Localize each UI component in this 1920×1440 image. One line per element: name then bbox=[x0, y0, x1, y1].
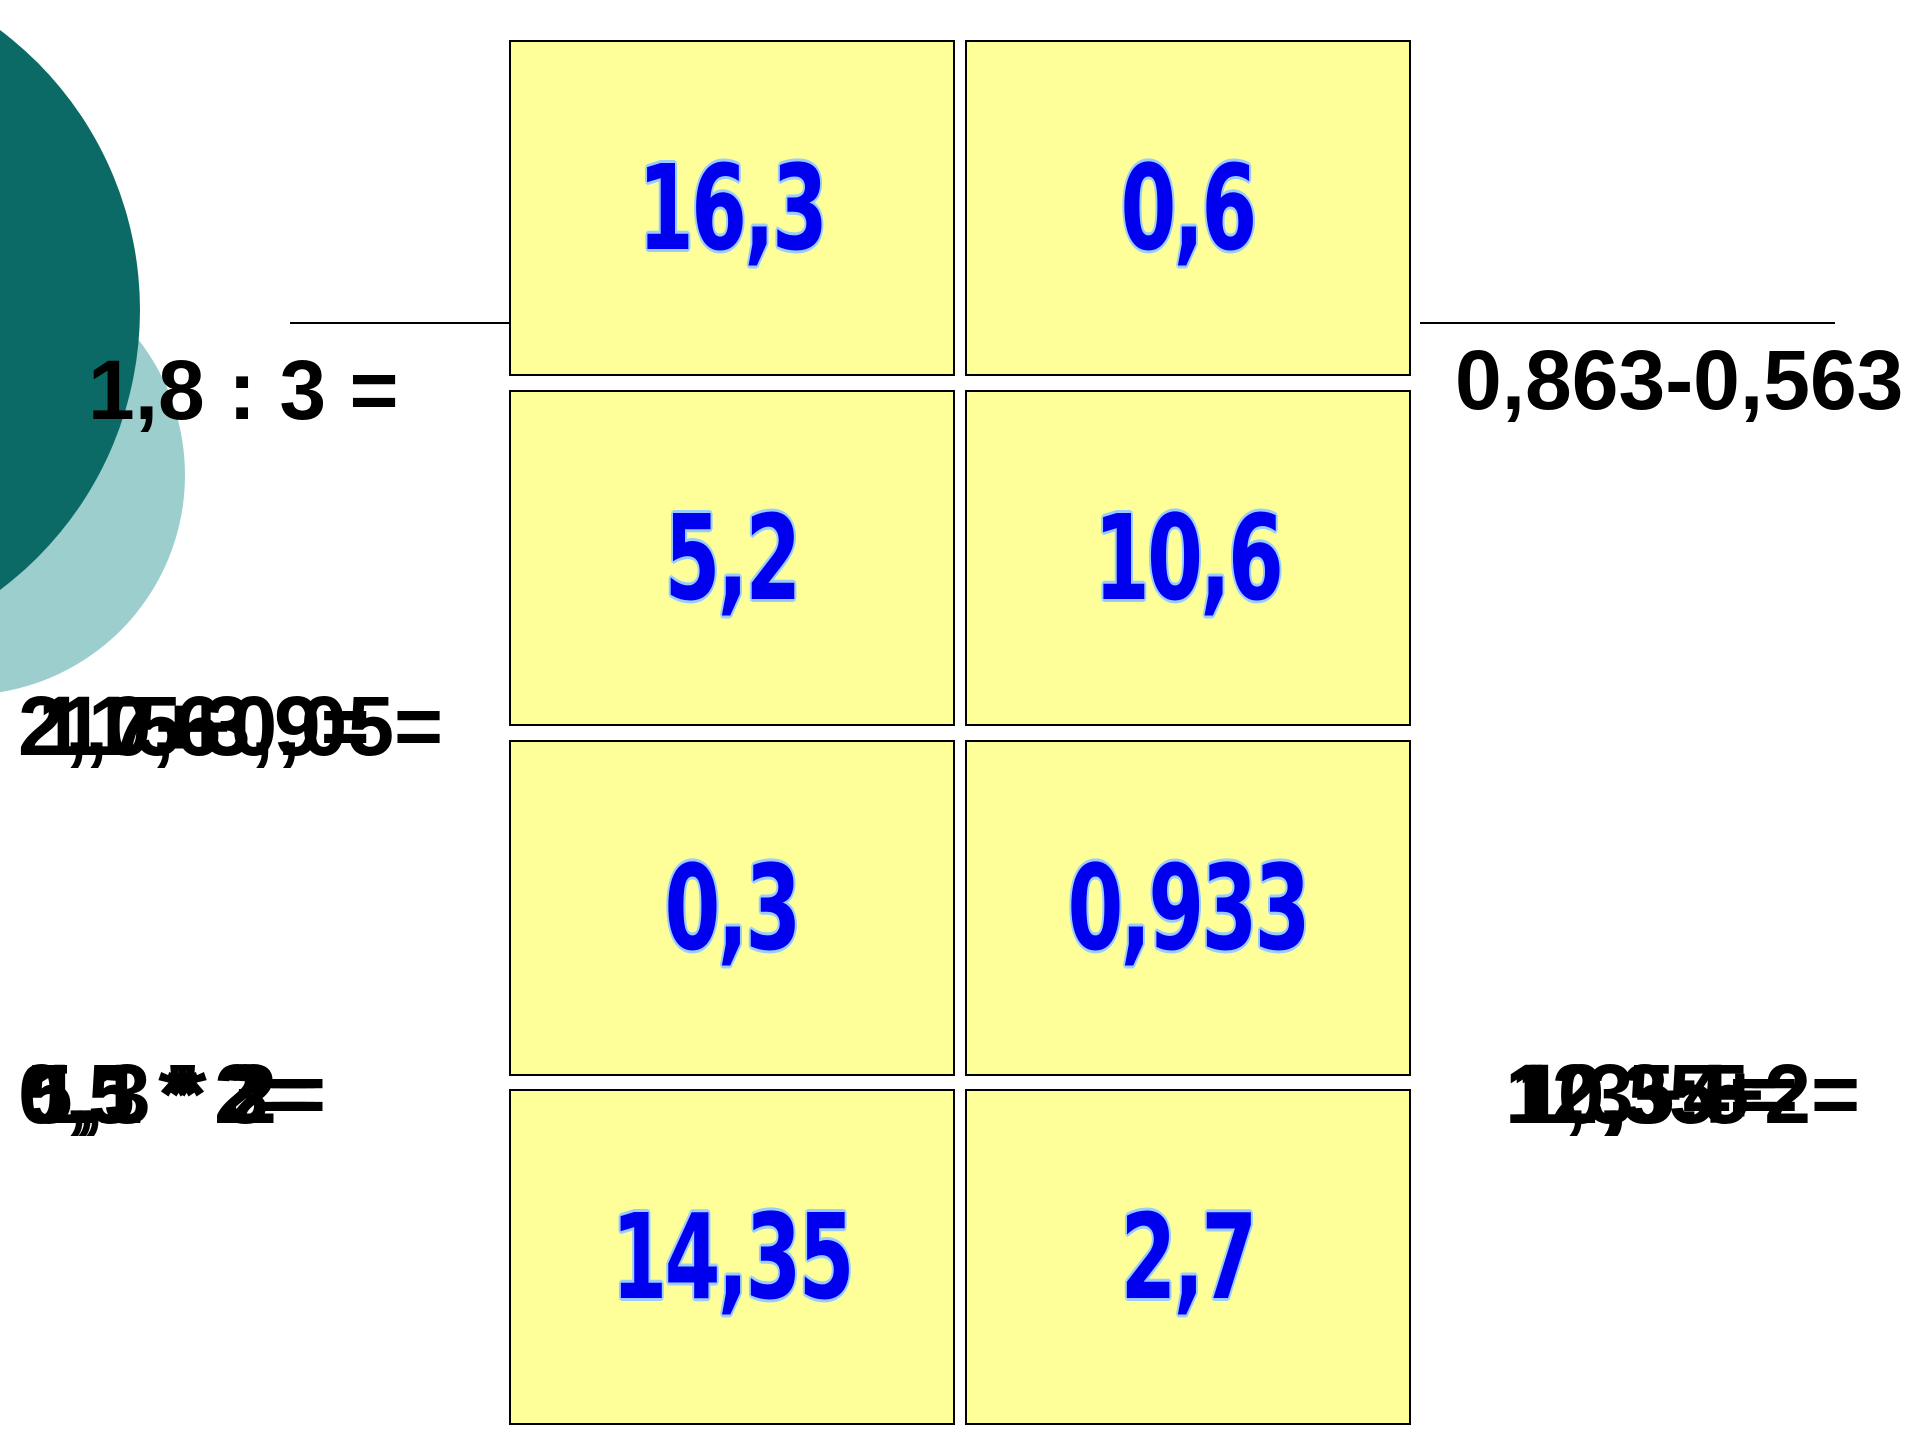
answer-card-value: 16,3 bbox=[638, 139, 828, 277]
answer-card[interactable]: 16,3 bbox=[509, 40, 955, 376]
answer-card-value: 14,35 bbox=[611, 1188, 855, 1326]
left-expression-row3-stack: 0,5 * 2= 5,1 * 3= 1,3 * 2= bbox=[18, 1052, 498, 1142]
answer-card[interactable]: 0,6 bbox=[965, 40, 1411, 376]
left-expression-row2-layer: 1,7+3,9= bbox=[38, 679, 370, 773]
answer-card[interactable]: 14,35 bbox=[509, 1089, 955, 1425]
answer-card-value: 2,7 bbox=[1120, 1188, 1258, 1326]
divider-line-left bbox=[290, 322, 510, 324]
answer-card[interactable]: 10,6 bbox=[965, 390, 1411, 726]
answer-card-value: 10,6 bbox=[1094, 489, 1284, 627]
right-expression-row3-layer: 10,5:5= bbox=[1511, 1047, 1799, 1141]
left-expression-row1: 1,8 : 3 = bbox=[88, 343, 399, 437]
answer-card[interactable]: 5,2 bbox=[509, 390, 955, 726]
answer-card-value: 5,2 bbox=[664, 489, 802, 627]
answer-card[interactable]: 2,7 bbox=[965, 1089, 1411, 1425]
divider-line-right bbox=[1420, 322, 1835, 324]
left-expression-row3-layer: 5,1 * 3= bbox=[26, 1047, 318, 1141]
answer-card[interactable]: 0,3 bbox=[509, 740, 955, 1076]
right-expression-row3-layer: 1,3+4= bbox=[1517, 1047, 1779, 1141]
right-expression-row3-layer: 12,35+2= bbox=[1505, 1047, 1861, 1141]
answer-card-value: 0,6 bbox=[1120, 139, 1258, 277]
right-expression-row1: 0,863-0,563 bbox=[1455, 333, 1904, 427]
answer-card[interactable]: 0,933 bbox=[965, 740, 1411, 1076]
left-expression-row3-layer: 0,5 * 2= bbox=[18, 1047, 310, 1141]
left-expression-row2-stack: 2,15+0,05= 1,7+3,9= 10,6 bbox=[18, 684, 498, 774]
answer-card-value: 0,933 bbox=[1067, 839, 1311, 977]
left-expression-row2-layer: 2,15+0,05= bbox=[18, 679, 444, 773]
left-expression-row3-layer: 1,3 * 2= bbox=[34, 1047, 326, 1141]
right-expression-row3-stack: 12,35+2= 10,5:5= 1,3+4= bbox=[1505, 1052, 1915, 1142]
answer-card-value: 0,3 bbox=[664, 839, 802, 977]
left-expression-row2-layer: 10,6 bbox=[58, 679, 222, 773]
